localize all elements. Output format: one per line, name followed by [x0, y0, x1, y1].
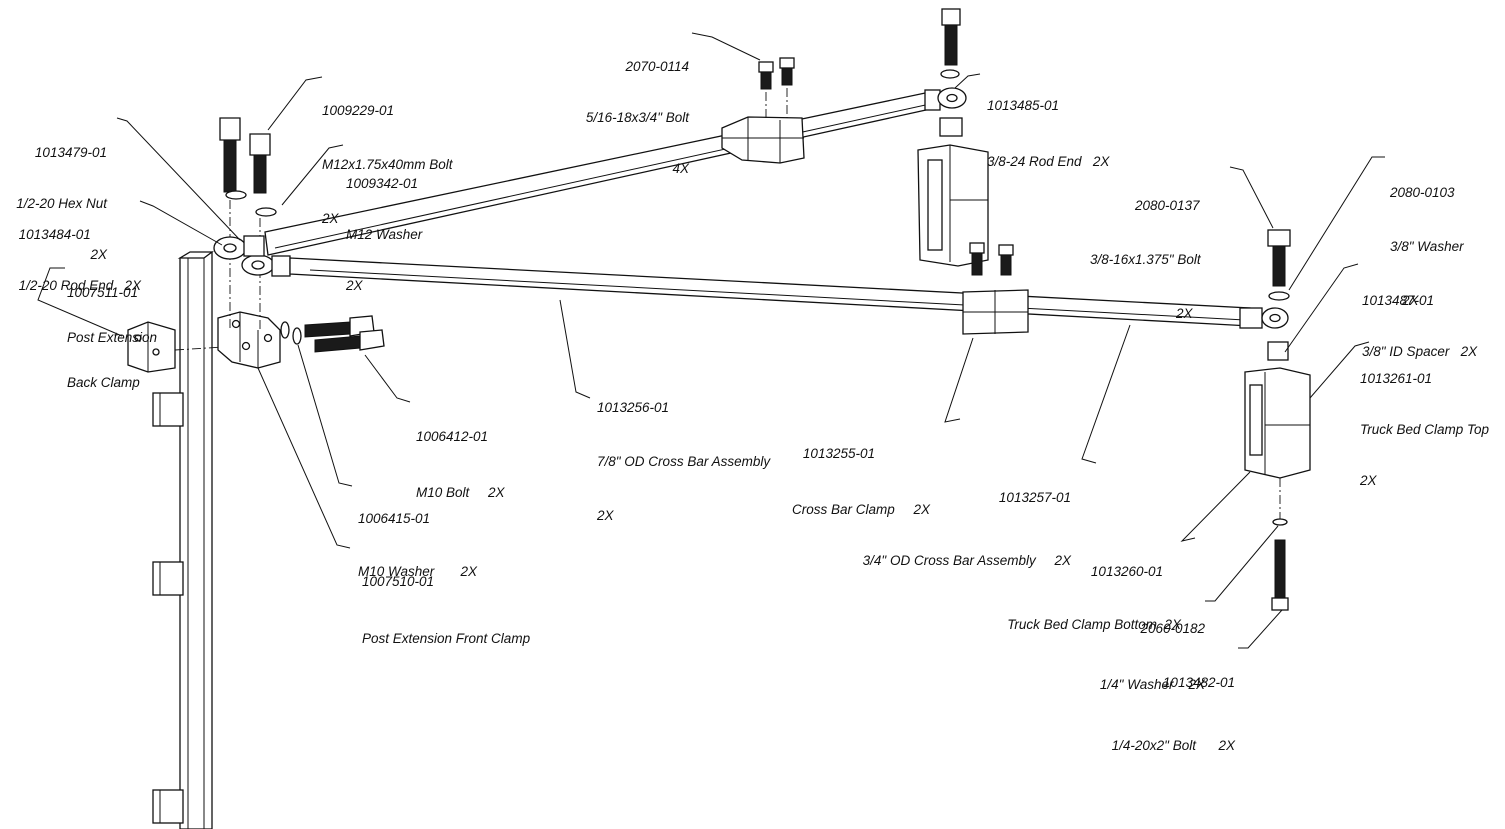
- part-number: 1007511-01: [67, 285, 139, 300]
- part-number: 2080-0103: [1390, 185, 1455, 200]
- post-mount-blocks: [152, 392, 184, 824]
- part-number: 2070-0114: [625, 59, 689, 74]
- callout-1013485-01: 1013485-01 3/8-24 Rod End 2X: [987, 63, 1109, 187]
- part-description: 3/8-16x1.375" Bolt: [1090, 252, 1201, 267]
- callout-1007510-01: 1007510-01 Post Extension Front Clamp: [362, 539, 530, 664]
- part-description: M10 Bolt 2X: [416, 485, 505, 500]
- m10-washers: [280, 321, 302, 345]
- part-description: 1/2-20 Hex Nut: [16, 196, 107, 211]
- part-number: 1013485-01: [987, 98, 1060, 113]
- callout-2080-0137: 2080-0137 3/8-16x1.375" Bolt 2X: [1090, 163, 1201, 339]
- m12-bolts: [219, 117, 271, 194]
- callout-1013261-01: 1013261-01 Truck Bed Clamp Top 2X: [1360, 336, 1489, 506]
- part-quantity: 2X: [90, 247, 107, 262]
- lower-clamp-bolts: [969, 242, 1014, 276]
- callout-2070-0114: 2070-0114 5/16-18x3/4" Bolt 4X: [586, 24, 689, 194]
- callout-1013260-01: 1013260-01 Truck Bed Clamp Bottom 2X: [1007, 529, 1181, 650]
- part-number: 1006412-01: [416, 429, 489, 444]
- part-description: 1/4" Washer 2X: [1099, 677, 1205, 692]
- part-description: 1/2-20 Rod End 2X: [18, 278, 141, 293]
- part-description-2: Back Clamp: [67, 375, 140, 390]
- part-number: 1013479-01: [34, 145, 107, 160]
- part-number: 1013487-01: [1362, 293, 1435, 308]
- callout-1009342-01: 1009342-01 M12 Washer 2X: [346, 141, 422, 311]
- callout-1013257-01: 1013257-01 3/4" OD Cross Bar Assembly 2X: [863, 455, 1071, 586]
- part-quantity: 2X: [346, 278, 363, 293]
- part-quantity: 2X: [1360, 473, 1377, 488]
- upper-cross-bar-clamp: [721, 116, 805, 164]
- part-description: 5/16-18x3/4" Bolt: [585, 110, 689, 125]
- callout-1009229-01: 1009229-01 M12x1.75x40mm Bolt 2X: [322, 68, 453, 244]
- part-number: 1013260-01: [1090, 564, 1163, 579]
- post-extension-front-clamp: [217, 311, 281, 369]
- callout-1013256-01: 1013256-01 7/8" OD Cross Bar Assembly 2X: [597, 365, 770, 541]
- truck-bed-clamp-lower: [1244, 367, 1311, 479]
- part-number: 1009342-01: [346, 176, 419, 191]
- rod-ends-left: [213, 235, 291, 277]
- callout-1013255-01: 1013255-01 Cross Bar Clamp 2X: [792, 411, 930, 535]
- part-number: 2080-0137: [1135, 198, 1200, 213]
- callout-1006415-01: 1006415-01 M10 Washer 2X: [358, 476, 477, 597]
- part-quantity: 2X: [1176, 306, 1193, 321]
- part-description: 3/8-24 Rod End 2X: [987, 154, 1110, 169]
- part-number: 1013256-01: [597, 400, 670, 415]
- vertical-post: [177, 251, 214, 829]
- m10-bolts: [304, 315, 385, 353]
- part-quantity: 2X: [1402, 293, 1419, 308]
- part-description: 7/8" OD Cross Bar Assembly: [597, 454, 771, 469]
- callout-1013479-01: 1013479-01 1/2-20 Hex Nut 2X: [16, 110, 107, 280]
- part-description: 3/8" Washer: [1390, 239, 1464, 254]
- lower-cross-bar-clamp: [962, 289, 1029, 335]
- callout-2060-0182: 2060-0182 1/4" Washer 2X: [1100, 586, 1205, 710]
- callout-1013484-01: 1013484-01 1/2-20 Rod End 2X: [19, 192, 141, 311]
- part-description: Post Extension: [67, 330, 158, 345]
- post-extension-back-clamp: [127, 321, 176, 373]
- part-description: 3/8" ID Spacer 2X: [1362, 344, 1478, 359]
- part-description: M12 Washer: [346, 227, 423, 242]
- part-quantity: 4X: [672, 161, 689, 176]
- upper-clamp-bolts: [758, 57, 795, 90]
- rod-end-3-8-upper: [937, 8, 967, 137]
- part-number: 1013261-01: [1360, 371, 1433, 386]
- part-number: 1013482-01: [1162, 675, 1235, 690]
- callout-1006412-01: 1006412-01 M10 Bolt 2X: [416, 394, 505, 518]
- part-number: 1006415-01: [358, 511, 431, 526]
- part-number: 1009229-01: [322, 103, 395, 118]
- part-description: 1/4-20x2" Bolt 2X: [1111, 738, 1235, 753]
- leader-lines: [37, 32, 1385, 649]
- m12-washers: [225, 190, 277, 217]
- washer-1-4: [1272, 518, 1288, 526]
- part-description: M12x1.75x40mm Bolt: [322, 157, 453, 172]
- part-description: Truck Bed Clamp Bottom 2X: [1007, 617, 1181, 632]
- part-number: 1013484-01: [18, 227, 91, 242]
- part-description: Truck Bed Clamp Top: [1360, 422, 1490, 437]
- bolt-1-4-20x2: [1271, 539, 1289, 611]
- callout-1013487-01: 1013487-01 3/8" ID Spacer 2X: [1362, 258, 1477, 377]
- rod-end-3-8-lower: [1261, 229, 1291, 361]
- callout-1007511-01: 1007511-01 Post Extension Back Clamp: [67, 255, 157, 405]
- callout-1013482-01: 1013482-01 1/4-20x2" Bolt 2X: [1112, 640, 1235, 771]
- part-number: 1013257-01: [998, 490, 1071, 505]
- part-description: M10 Washer 2X: [358, 564, 478, 579]
- part-description: Cross Bar Clamp 2X: [791, 502, 930, 517]
- part-number: 1007510-01: [362, 574, 435, 589]
- callout-2080-0103: 2080-0103 3/8" Washer 2X: [1390, 150, 1464, 326]
- part-quantity: 2X: [322, 211, 339, 226]
- part-description: 3/4" OD Cross Bar Assembly 2X: [862, 553, 1071, 568]
- part-description: Post Extension Front Clamp: [362, 631, 531, 646]
- part-number: 1013255-01: [802, 446, 875, 461]
- part-quantity: 2X: [597, 508, 614, 523]
- part-number: 2060-0182: [1140, 621, 1205, 636]
- truck-bed-clamp-upper: [917, 144, 989, 267]
